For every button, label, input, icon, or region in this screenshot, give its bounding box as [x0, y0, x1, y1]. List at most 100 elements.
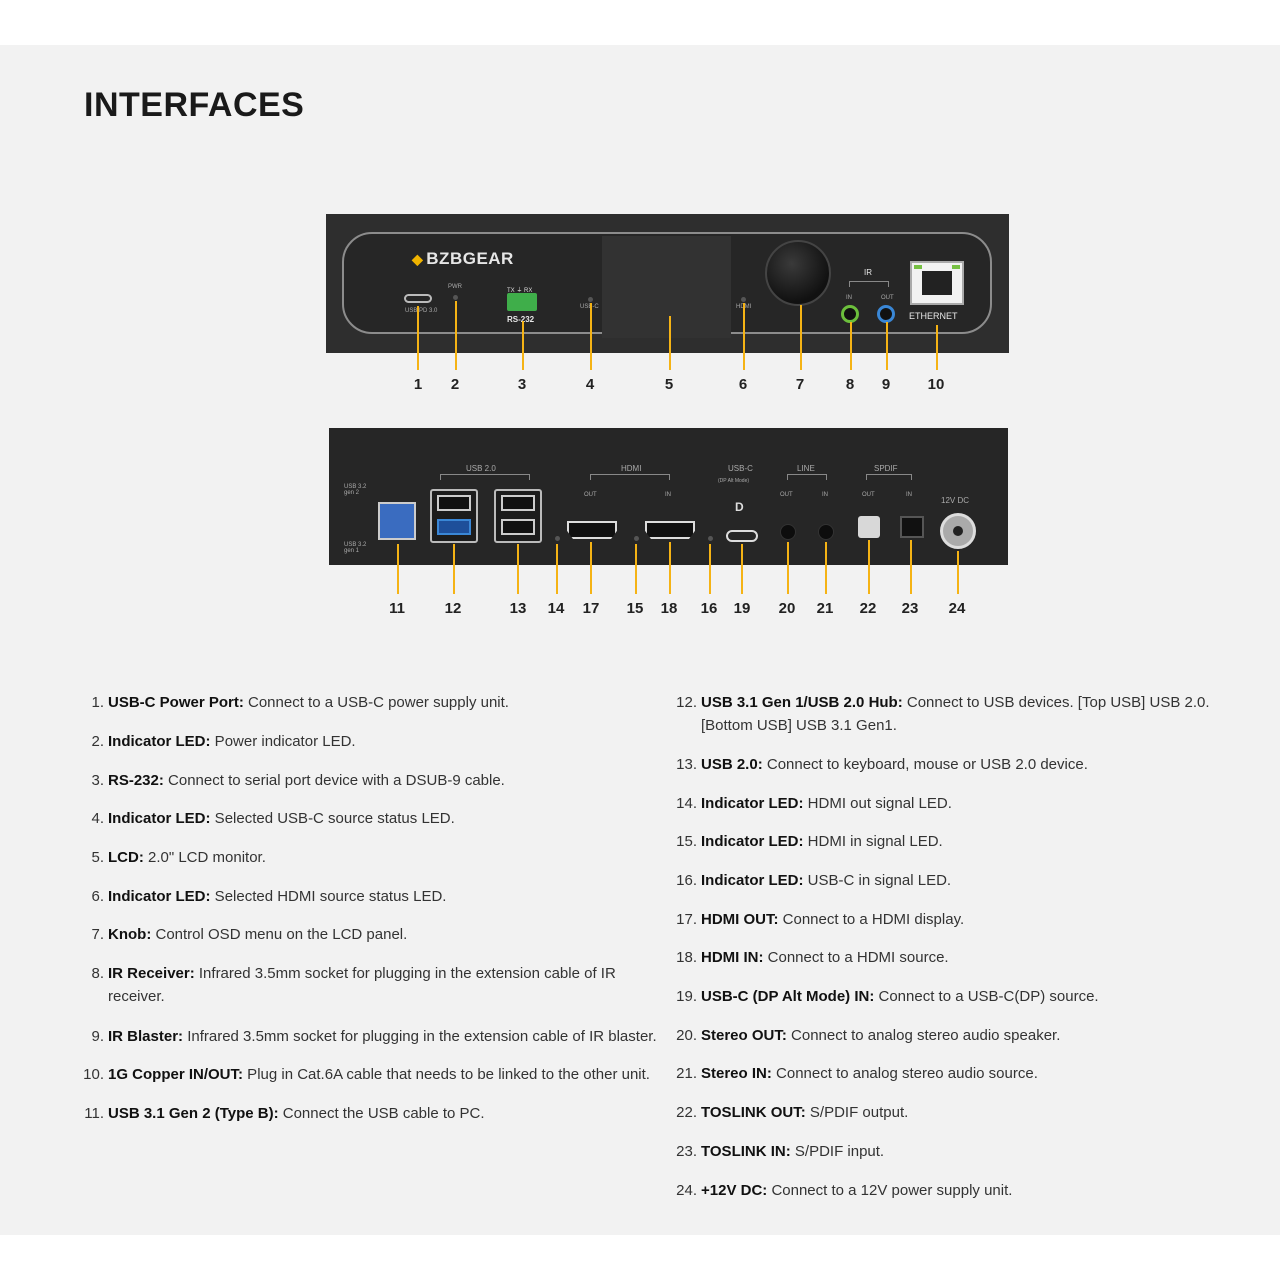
list-item: 18.HDMI IN: Connect to a HDMI source.	[676, 949, 949, 966]
callout-line-20	[787, 542, 789, 594]
usb31-gen1-label: USB 3.2 gen 1	[344, 542, 367, 554]
callout-line-4	[590, 303, 592, 370]
list-item: 19.USB-C (DP Alt Mode) IN: Connect to a …	[676, 988, 1099, 1005]
interface-list-left: 1.USB-C Power Port: Connect to a USB-C p…	[82, 691, 672, 1125]
callout-number: 19	[733, 600, 751, 617]
hdmi-out-led	[555, 536, 560, 541]
list-item: 22.TOSLINK OUT: S/PDIF output.	[676, 1104, 909, 1121]
usb20-group-label: USB 2.0	[466, 464, 496, 473]
list-item: 13.USB 2.0: Connect to keyboard, mouse o…	[676, 756, 1088, 773]
list-item: 9.IR Blaster: Infrared 3.5mm socket for …	[91, 1028, 657, 1045]
list-item: 24.+12V DC: Connect to a 12V power suppl…	[676, 1182, 1013, 1199]
callout-line-18	[669, 542, 671, 594]
callout-number: 7	[795, 376, 805, 393]
callout-line-21	[825, 542, 827, 594]
list-item: 8.IR Receiver: Infrared 3.5mm socket for…	[91, 965, 616, 1005]
list-item: 4.Indicator LED: Selected USB-C source s…	[91, 810, 455, 827]
hdmi-group-bracket	[590, 474, 670, 480]
callout-line-22	[868, 540, 870, 594]
brand-logo-icon: ◆	[412, 251, 424, 267]
usbc-led	[588, 297, 593, 302]
control-knob	[765, 240, 831, 306]
brand-logo: ◆BZBGEAR	[412, 249, 514, 268]
callout-line-6	[743, 303, 745, 370]
callout-line-5	[669, 316, 671, 370]
callout-number: 4	[585, 376, 595, 393]
usbc-dp-port	[726, 530, 758, 542]
callout-number: 16	[700, 600, 718, 617]
list-item: 23.TOSLINK IN: S/PDIF input.	[676, 1143, 885, 1160]
usbc-power-port	[404, 294, 432, 303]
callout-number: 17	[582, 600, 600, 617]
usb20-port-b	[501, 519, 535, 535]
hdmi-in-label: IN	[665, 492, 671, 498]
usb20-group-bracket	[440, 474, 530, 480]
interface-list-right: 12.USB 3.1 Gen 1/USB 2.0 Hub: Connect to…	[673, 691, 1243, 1202]
hdmi-out-label: OUT	[584, 492, 597, 498]
ir-label: IR	[864, 268, 872, 277]
callout-line-13	[517, 544, 519, 594]
line-out-label: OUT	[780, 492, 793, 498]
callout-line-19	[741, 544, 743, 594]
stereo-out-jack	[780, 524, 796, 540]
list-item: 17.HDMI OUT: Connect to a HDMI display.	[676, 911, 965, 928]
list-item: 10.1G Copper IN/OUT: Plug in Cat.6A cabl…	[83, 1066, 650, 1083]
usb31-gen2-label: USB 3.2 gen 2	[344, 484, 367, 496]
callout-line-23	[910, 540, 912, 594]
list-item: 3.RS-232: Connect to serial port device …	[91, 772, 505, 789]
ethernet-port	[910, 261, 964, 305]
callout-line-1	[417, 306, 419, 370]
callout-line-11	[397, 544, 399, 594]
callout-line-16	[709, 544, 711, 594]
callout-number: 1	[413, 376, 423, 393]
hdmi-out-port	[567, 521, 617, 539]
hdmi-group-label: HDMI	[621, 464, 642, 473]
callout-line-24	[957, 551, 959, 594]
dc-label: 12V DC	[941, 496, 970, 505]
ir-out-jack	[877, 305, 895, 323]
callout-number: 12	[444, 600, 462, 617]
usbc-dp-label: (DP Alt Mode)	[718, 478, 750, 484]
list-item: 21.Stereo IN: Connect to analog stereo a…	[676, 1065, 1038, 1082]
callout-number: 22	[859, 600, 877, 617]
toslink-out-port	[858, 516, 880, 538]
usb-hub-stack	[430, 489, 478, 543]
spdif-in-label: IN	[906, 492, 912, 498]
callout-number: 23	[901, 600, 919, 617]
ir-in-label: IN	[846, 295, 852, 301]
list-item: 16.Indicator LED: USB-C in signal LED.	[676, 872, 952, 889]
dc-power-jack	[940, 513, 976, 549]
toslink-in-port	[900, 516, 924, 538]
callout-number: 5	[664, 376, 674, 393]
usbc-in-led	[708, 536, 713, 541]
list-item: 5.LCD: 2.0" LCD monitor.	[91, 849, 266, 866]
callout-number: 9	[881, 376, 891, 393]
callout-number: 10	[927, 376, 945, 393]
callout-number: 21	[816, 600, 834, 617]
stereo-in-jack	[818, 524, 834, 540]
callout-line-17	[590, 542, 592, 594]
pwr-label: PWR	[448, 284, 462, 290]
line-group-label: LINE	[797, 464, 815, 473]
callout-number: 18	[660, 600, 678, 617]
callout-line-3	[522, 321, 524, 370]
callout-line-7	[800, 305, 802, 370]
ethernet-label: ETHERNET	[909, 311, 958, 321]
ir-group-bracket	[849, 281, 889, 287]
callout-number: 11	[389, 600, 405, 617]
ethernet-led-left	[914, 265, 922, 269]
callout-number: 13	[509, 600, 527, 617]
list-item: 14.Indicator LED: HDMI out signal LED.	[676, 795, 952, 812]
ethernet-port-opening	[922, 271, 952, 295]
callout-line-14	[556, 544, 558, 594]
line-group-bracket	[787, 474, 827, 480]
list-item: 1.USB-C Power Port: Connect to a USB-C p…	[91, 694, 509, 711]
callout-number: 2	[450, 376, 460, 393]
list-item: 15.Indicator LED: HDMI in signal LED.	[676, 833, 943, 850]
list-item: 20.Stereo OUT: Connect to analog stereo …	[676, 1027, 1061, 1044]
hdmi-in-led	[634, 536, 639, 541]
callout-number: 14	[547, 600, 565, 617]
callout-line-2	[455, 301, 457, 370]
usbc-rear-label: USB-C	[728, 464, 753, 473]
callout-line-12	[453, 544, 455, 594]
